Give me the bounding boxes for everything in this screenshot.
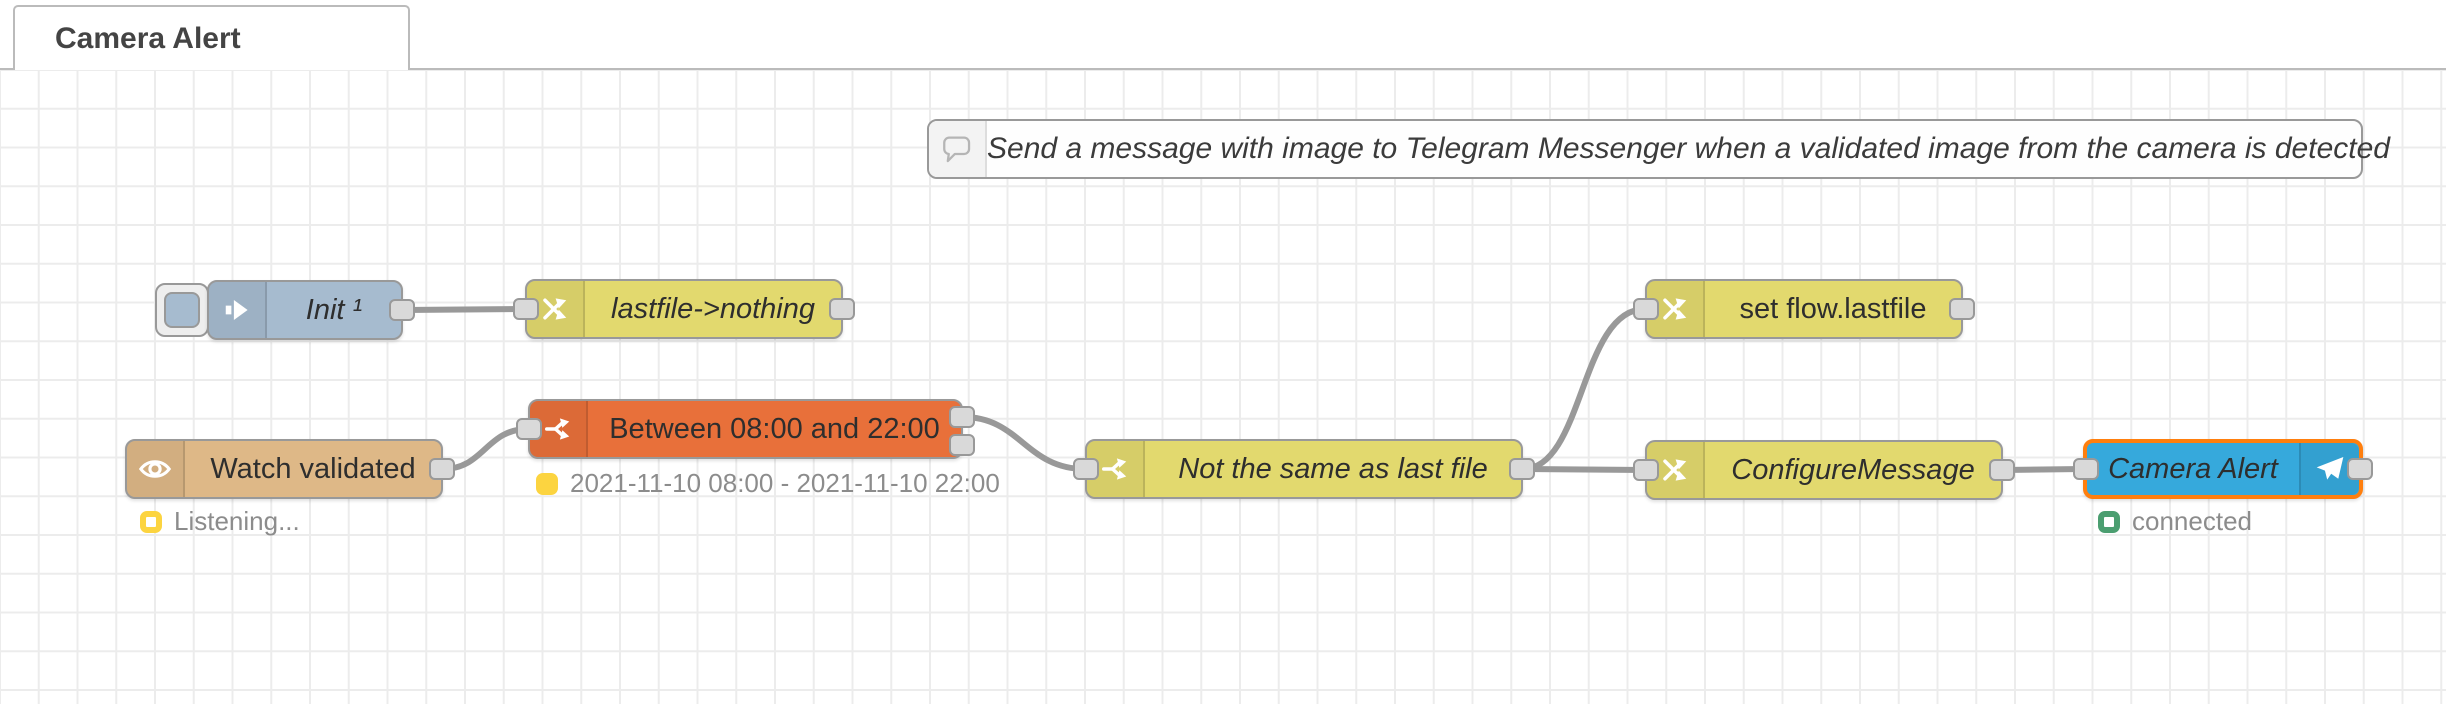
node-label: Watch validated — [210, 452, 416, 485]
wire-between-to-notsame[interactable] — [960, 414, 1088, 472]
tab-camera-alert[interactable]: Camera Alert — [13, 5, 410, 70]
input-port[interactable] — [516, 418, 542, 440]
node-init-inject[interactable]: Init ¹ — [207, 280, 415, 340]
node-label: Between 08:00 and 22:00 — [609, 412, 940, 445]
eye-icon — [127, 441, 185, 497]
node-set-flow-lastfile[interactable]: set flow.lastfile — [1633, 279, 1975, 339]
watch-status: Listening... — [140, 506, 300, 537]
wire-notsame-to-setlastfile[interactable] — [1520, 306, 1648, 472]
node-label: Not the same as last file — [1178, 452, 1488, 485]
output-port-2[interactable] — [949, 434, 975, 456]
node-not-same-switch[interactable]: Not the same as last file — [1073, 439, 1535, 499]
output-port[interactable] — [429, 458, 455, 480]
output-port-1[interactable] — [949, 406, 975, 428]
input-port[interactable] — [2073, 458, 2099, 480]
status-ring-yellow-icon — [140, 510, 162, 533]
wire-configure-to-telegram[interactable] — [2000, 466, 2086, 473]
node-lastfile-change[interactable]: lastfile->nothing — [513, 279, 855, 339]
inject-trigger-button[interactable] — [155, 283, 209, 337]
node-label: Init ¹ — [305, 293, 363, 326]
output-port[interactable] — [1989, 459, 2015, 481]
input-port[interactable] — [1633, 298, 1659, 320]
inject-arrow-icon — [209, 282, 267, 338]
node-camera-alert-telegram[interactable]: Camera Alert — [2073, 439, 2373, 499]
output-port[interactable] — [1509, 458, 1535, 480]
output-port[interactable] — [829, 298, 855, 320]
node-configure-message[interactable]: ConfigureMessage — [1633, 440, 2015, 500]
input-port[interactable] — [1633, 459, 1659, 481]
wire-watch-to-between[interactable] — [440, 426, 531, 472]
input-port[interactable] — [513, 298, 539, 320]
status-dot-yellow-icon — [536, 472, 558, 495]
tab-label: Camera Alert — [55, 21, 241, 55]
node-label: Camera Alert — [2108, 452, 2278, 485]
shuffle-arrows-icon — [1647, 281, 1705, 337]
node-label: set flow.lastfile — [1739, 292, 1927, 325]
status-ring-green-icon — [2098, 510, 2120, 533]
tabbar-bottom-border — [0, 68, 2446, 70]
wire-init-to-lastfile[interactable] — [400, 306, 528, 313]
between-status: 2021-11-10 08:00 - 2021-11-10 22:00 — [536, 468, 1000, 499]
wire-notsame-to-configure[interactable] — [1520, 466, 1648, 473]
comment-node[interactable]: Send a message with image to Telegram Me… — [927, 119, 2390, 179]
node-label: ConfigureMessage — [1731, 453, 1975, 486]
comment-text: Send a message with image to Telegram Me… — [987, 132, 2390, 165]
output-port[interactable] — [2347, 458, 2373, 480]
input-port[interactable] — [1073, 458, 1099, 480]
node-label: lastfile->nothing — [611, 292, 815, 325]
output-port[interactable] — [1949, 298, 1975, 320]
telegram-status: connected — [2098, 506, 2252, 537]
status-text: Listening... — [174, 506, 300, 536]
node-between-time-range[interactable]: Between 08:00 and 22:00 — [516, 399, 975, 459]
node-watch-validated[interactable]: Watch validated — [125, 439, 455, 499]
status-text: connected — [2132, 506, 2252, 536]
status-text: 2021-11-10 08:00 - 2021-11-10 22:00 — [570, 468, 1000, 498]
output-port[interactable] — [389, 299, 415, 321]
speech-bubble-icon — [929, 121, 987, 177]
